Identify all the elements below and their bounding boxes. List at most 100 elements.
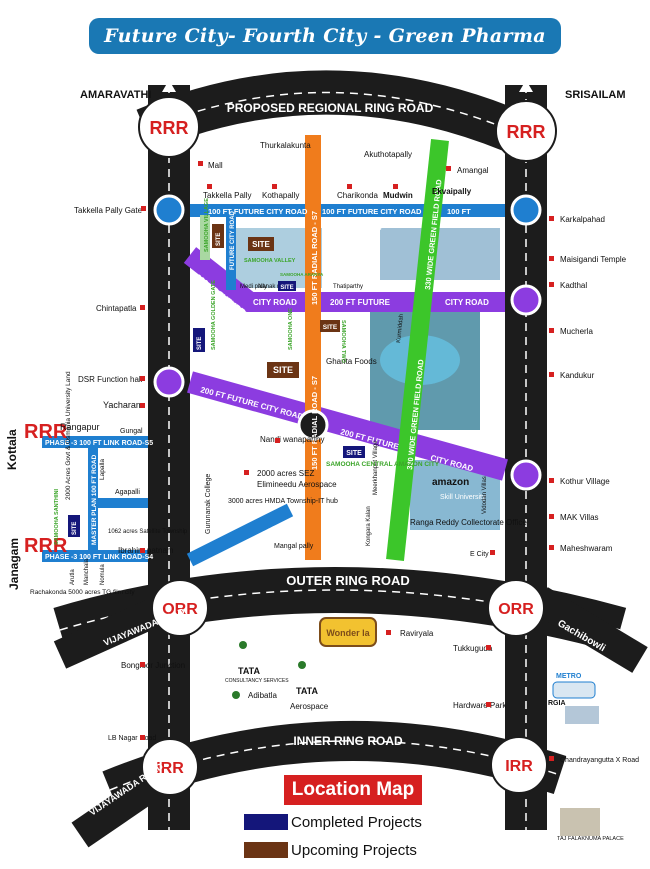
irr-badge-right: IRR xyxy=(490,736,548,794)
place-mangalpally: Mangal pally xyxy=(274,543,314,550)
janagam-label: Janagam xyxy=(7,538,21,590)
place-ekvaipally: Ekvaipally xyxy=(432,187,472,196)
place-bongloor: Bongloor Junction xyxy=(121,661,185,670)
place-thatiparthy: Thatipar­thy xyxy=(333,284,363,290)
place-nandi: Nandi wanaparthy xyxy=(260,435,324,444)
place-hardware-park: Hardware Park xyxy=(453,701,507,710)
place-elimineedu: Elimineedu Aerospace xyxy=(257,480,337,489)
future-city-road-200ft-lower xyxy=(187,371,508,481)
rrr-badge-text: RRR xyxy=(150,118,189,138)
place-maheshwaram: Maheshwaram xyxy=(560,544,613,553)
place-amangal: Amangal xyxy=(457,166,489,175)
place-ibrahimpatnam: Ibrahim patnam xyxy=(118,546,174,555)
page-title: Future City- Fourth City - Green Pharma … xyxy=(89,18,561,83)
place-meerkhanpet: Meerkhanpet Village xyxy=(373,440,379,495)
arrow-up-icon xyxy=(162,80,176,92)
palace-icon xyxy=(560,808,600,836)
place-aerospace: Aerospace xyxy=(290,702,329,711)
place-nanak-nagar: Nanak nagar xyxy=(258,284,292,290)
place-kothapally: Kothapally xyxy=(262,191,299,200)
link-road-s5-label: PHASE -3 100 FT LINK ROAD-S5 xyxy=(45,440,153,447)
orr-label: OUTER RING ROAD xyxy=(286,573,410,588)
place-medi-pally: Medi pally xyxy=(240,284,267,290)
site-label: SITE xyxy=(72,522,78,535)
place-akuthotapally: Akuthotapally xyxy=(364,150,412,159)
place-gurunanak: Gurunanak College xyxy=(205,474,212,534)
site-label: SITE xyxy=(252,240,270,249)
legend-swatch-upcoming xyxy=(244,842,288,858)
place-taj: TAJ FALAKNUMA PALACE xyxy=(557,836,624,842)
place-mall: Mall xyxy=(208,161,223,170)
place-kothur: Kothur Village xyxy=(560,477,610,486)
place-skill-university: Skill University xyxy=(440,494,486,501)
legend-swatch-completed xyxy=(244,814,288,830)
map-pin-icon xyxy=(239,641,247,649)
orr-badge-text: ORR xyxy=(498,601,534,618)
radial-road-label-2: 150 FT RADIAL ROAD - S7 xyxy=(310,211,319,305)
place-lapalla: Lapalla xyxy=(99,459,106,480)
site-label: SITE xyxy=(323,324,338,331)
srisailam-label: SRISAILAM xyxy=(565,89,626,101)
place-charikonda: Charikonda xyxy=(337,191,378,200)
place-rgia: RGIA xyxy=(548,700,566,707)
rrr-side-label: RRR xyxy=(24,421,68,443)
legend-completed-label: Completed Projects xyxy=(291,813,422,831)
legend-upcoming: Upcoming Projects xyxy=(244,840,417,860)
place-ghanta-foods: Ghanta Foods xyxy=(326,357,377,366)
site-completed xyxy=(193,328,205,352)
place-markers xyxy=(140,161,554,761)
link-road-s4-label: PHASE -3 100 FT LINK ROAD-S4 xyxy=(45,554,153,561)
place-dsr: DSR Function hall xyxy=(78,375,143,384)
future-city-road-label-2: 100 FT FUTURE CITY ROAD xyxy=(322,207,422,216)
future-city-road-v-label: FUTURE CITY ROAD xyxy=(230,210,236,270)
place-govt-land: 2000 Acres Govt & Osmania University Lan… xyxy=(65,371,72,500)
samooha-santhini-label: SAMOOHA SANTHINI xyxy=(54,489,60,545)
legend-completed: Completed Projects xyxy=(244,812,422,832)
green-field-road xyxy=(386,139,449,561)
wonderla-logo xyxy=(319,617,377,647)
place-tata-1: TATA xyxy=(238,666,260,676)
orr-badge-text: ORR xyxy=(162,601,198,618)
place-nomula: Nomula xyxy=(100,564,106,585)
samooha-village-label: SAMOOHA VILLAGE xyxy=(204,198,210,252)
legend-upcoming-label: Upcoming Projects xyxy=(291,841,417,859)
kottala-label: Kottala xyxy=(5,429,19,470)
site-label: SITE xyxy=(197,337,203,350)
radial-road-label: 150 FT RADIAL ROAD - S7 xyxy=(310,376,319,470)
place-lb-nagar: LB Nagar Road xyxy=(108,735,156,742)
future-city-road-label: 100 FT FUTURE CITY ROAD xyxy=(208,207,308,216)
place-gungal: Gungal xyxy=(120,428,143,435)
place-amazon: amazon xyxy=(432,477,469,488)
place-kadthal: Kadthal xyxy=(560,281,587,290)
place-adibatla: Adibatla xyxy=(248,691,277,700)
place-maisigandi: Maisigandi Temple xyxy=(560,255,627,264)
place-arutla: Arutla xyxy=(70,569,76,585)
site-upcoming xyxy=(320,320,340,332)
legend-title: Location Map xyxy=(284,775,422,805)
place-mudwin: Mudwin xyxy=(383,191,413,200)
roundabouts xyxy=(153,194,542,491)
rrr-badge-right: RRR xyxy=(495,100,557,162)
site-upcoming xyxy=(267,362,299,378)
city-road-label: CITY ROAD xyxy=(253,298,297,307)
place-tcs: CONSULTANCY SERVICES xyxy=(225,678,289,684)
place-takkella-pally: Takkella Pally xyxy=(203,191,251,200)
rrr-side-label-2: RRR xyxy=(24,535,68,557)
place-metro: METRO xyxy=(556,673,582,680)
samooha-two-label: SAMOOHA TWO xyxy=(340,320,346,364)
arrow-up-icon xyxy=(519,80,533,92)
metro-train-icon xyxy=(552,681,596,699)
future-100-short: 100 FT xyxy=(447,207,471,216)
site-completed xyxy=(68,515,80,537)
site-upcoming xyxy=(212,224,224,248)
place-kurmiddah: Kurmiddah xyxy=(396,314,405,343)
place-raviryala: Raviryala xyxy=(400,629,434,638)
wonderla-label: Wonder la xyxy=(326,628,370,638)
place-tukkuguda: Tukkuguda xyxy=(453,644,493,653)
place-karkalpahad: Karkalpahad xyxy=(560,215,605,224)
place-e-city: E City xyxy=(470,551,489,558)
place-agapalli: Agapalli xyxy=(115,489,140,496)
place-satellite: 1062 acres Satellite Township xyxy=(108,529,188,535)
place-sez: 2000 acres SEZ xyxy=(257,469,314,478)
